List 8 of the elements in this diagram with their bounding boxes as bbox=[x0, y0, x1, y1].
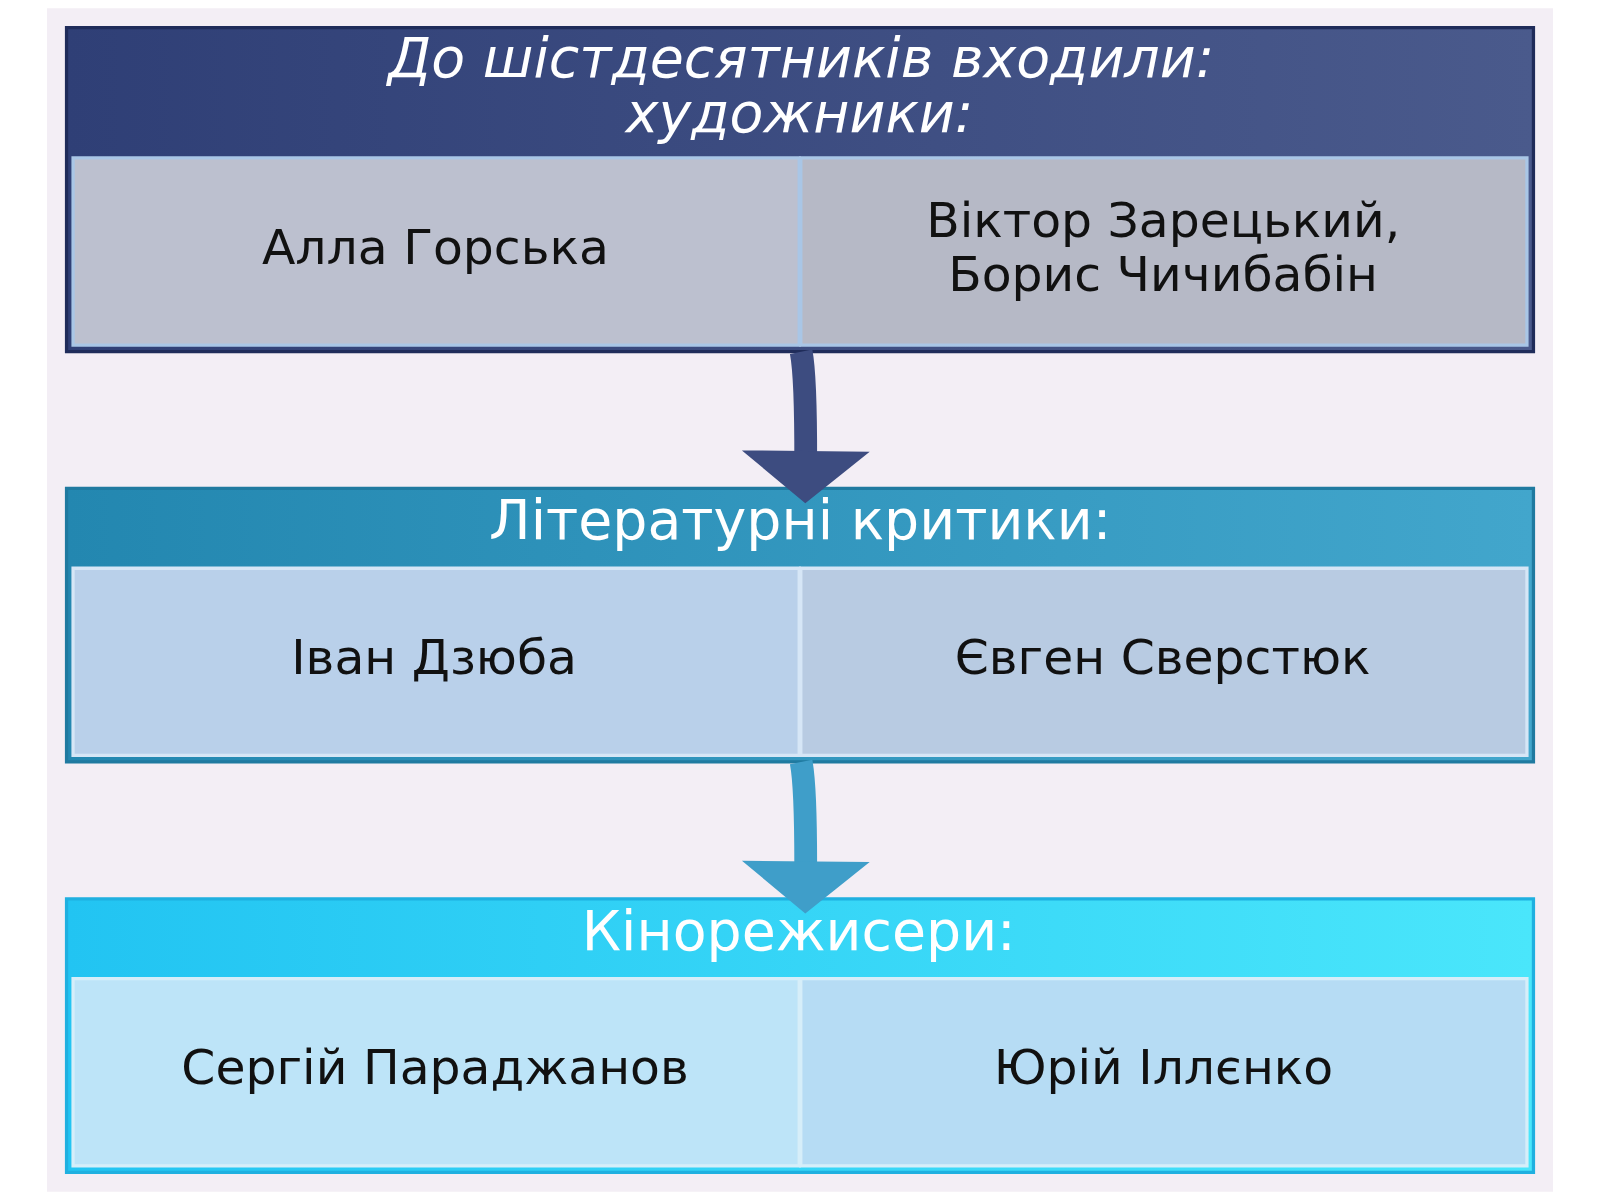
node-box: Іван Дзюба bbox=[71, 566, 801, 758]
arrow bbox=[741, 760, 870, 914]
node-box: Віктор Зарецький, Борис Чичибабін bbox=[799, 156, 1529, 347]
node-box: Алла Горська bbox=[71, 156, 801, 347]
node-box: Євген Сверстюк bbox=[799, 566, 1529, 758]
arrow bbox=[741, 349, 870, 504]
node-box: Сергій Параджанов bbox=[71, 976, 801, 1168]
node-box: Юрій Іллєнко bbox=[799, 976, 1529, 1168]
